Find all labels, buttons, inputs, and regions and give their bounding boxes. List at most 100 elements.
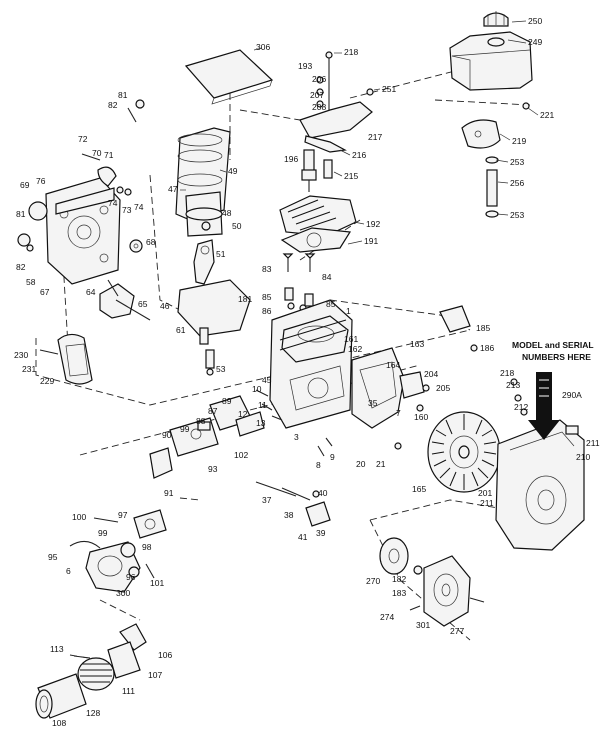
label-253-top: 253 <box>510 157 524 167</box>
label-35: 35 <box>368 398 378 408</box>
leader-lines <box>180 20 539 245</box>
label-45: 45 <box>262 375 272 385</box>
label-85-left: 85 <box>262 292 272 302</box>
blower-housing <box>495 378 585 551</box>
label-217: 217 <box>368 132 382 142</box>
label-101: 101 <box>150 578 164 588</box>
label-1: 1 <box>346 306 351 316</box>
label-37: 37 <box>262 495 272 505</box>
breather <box>439 305 478 352</box>
label-111: 111 <box>122 686 135 696</box>
intake-parts <box>149 395 265 479</box>
label-21: 21 <box>376 459 386 469</box>
label-102: 102 <box>234 450 248 460</box>
label-12: 12 <box>238 409 248 419</box>
ignition-coil <box>351 347 430 429</box>
note-line-1: MODEL and SERIAL <box>512 340 594 350</box>
label-218-right: 218 <box>500 368 514 378</box>
spark-plug <box>301 149 317 192</box>
label-196: 196 <box>284 154 298 164</box>
label-9: 9 <box>330 452 335 462</box>
label-46: 46 <box>160 301 170 311</box>
label-212: 212 <box>514 402 528 412</box>
note-line-2: NUMBERS HERE <box>522 352 591 362</box>
label-40: 40 <box>318 488 328 498</box>
shroud-plate <box>184 49 274 105</box>
label-70: 70 <box>92 148 102 158</box>
label-73: 73 <box>122 205 132 215</box>
valves <box>282 253 316 312</box>
label-162: 162 <box>348 344 362 354</box>
label-108: 108 <box>52 718 66 728</box>
part-labels: 250 249 306 218 193 206 207 208 251 221 … <box>14 16 600 728</box>
label-128: 128 <box>86 708 100 718</box>
label-192: 192 <box>366 219 380 229</box>
flywheel <box>427 411 501 493</box>
carburetor <box>69 509 167 593</box>
label-277: 277 <box>450 626 464 636</box>
label-251: 251 <box>382 84 396 94</box>
label-99-lower: 99 <box>98 528 108 538</box>
label-3: 3 <box>294 432 299 442</box>
label-191: 191 <box>364 236 378 246</box>
label-210: 210 <box>576 452 590 462</box>
label-183: 183 <box>392 588 406 598</box>
label-301: 301 <box>416 620 430 630</box>
label-186: 186 <box>480 343 494 353</box>
label-74-b: 74 <box>134 202 144 212</box>
label-231: 231 <box>22 364 36 374</box>
label-93: 93 <box>208 464 218 474</box>
label-207: 207 <box>310 90 324 100</box>
label-213: 213 <box>506 380 520 390</box>
label-20: 20 <box>356 459 366 469</box>
label-65: 65 <box>138 299 148 309</box>
label-87: 87 <box>208 406 218 416</box>
label-47: 47 <box>168 184 178 194</box>
label-8: 8 <box>316 460 321 470</box>
label-76: 76 <box>36 176 46 186</box>
label-215: 215 <box>344 171 358 181</box>
label-253-bottom: 253 <box>510 210 524 220</box>
label-164: 164 <box>386 360 400 370</box>
label-165: 165 <box>412 484 426 494</box>
label-181: 181 <box>238 294 252 304</box>
model-serial-note: MODEL and SERIAL NUMBERS HERE <box>512 340 594 362</box>
label-274: 274 <box>380 612 394 622</box>
label-91: 91 <box>164 488 174 498</box>
label-67: 67 <box>40 287 50 297</box>
label-216: 216 <box>352 150 366 160</box>
label-89: 89 <box>222 396 232 406</box>
label-250: 250 <box>528 16 542 26</box>
label-229: 229 <box>40 376 54 386</box>
label-10: 10 <box>252 384 262 394</box>
label-97: 97 <box>118 510 128 520</box>
label-161: 161 <box>344 334 358 344</box>
air-cleaner <box>35 623 147 719</box>
label-53: 53 <box>216 364 226 374</box>
engine-block <box>177 279 353 429</box>
cylinder-head <box>279 195 357 253</box>
label-13: 13 <box>256 418 266 428</box>
label-95: 95 <box>48 552 58 562</box>
crankcase-cover <box>17 177 121 285</box>
label-249: 249 <box>528 37 542 47</box>
label-82-top: 82 <box>108 100 118 110</box>
label-211: 211 <box>586 438 600 448</box>
label-61: 61 <box>176 325 186 335</box>
label-206: 206 <box>312 74 326 84</box>
label-270: 270 <box>366 576 380 586</box>
label-39: 39 <box>316 528 326 538</box>
label-64: 64 <box>86 287 96 297</box>
label-84: 84 <box>322 272 332 282</box>
starter <box>379 537 485 627</box>
label-256: 256 <box>510 178 524 188</box>
serial-arrow <box>528 372 560 440</box>
crankshaft <box>99 239 151 321</box>
label-107: 107 <box>148 670 162 680</box>
label-160: 160 <box>414 412 428 422</box>
label-106: 106 <box>158 650 172 660</box>
label-98: 98 <box>142 542 152 552</box>
label-218: 218 <box>344 47 358 57</box>
label-83: 83 <box>262 264 272 274</box>
